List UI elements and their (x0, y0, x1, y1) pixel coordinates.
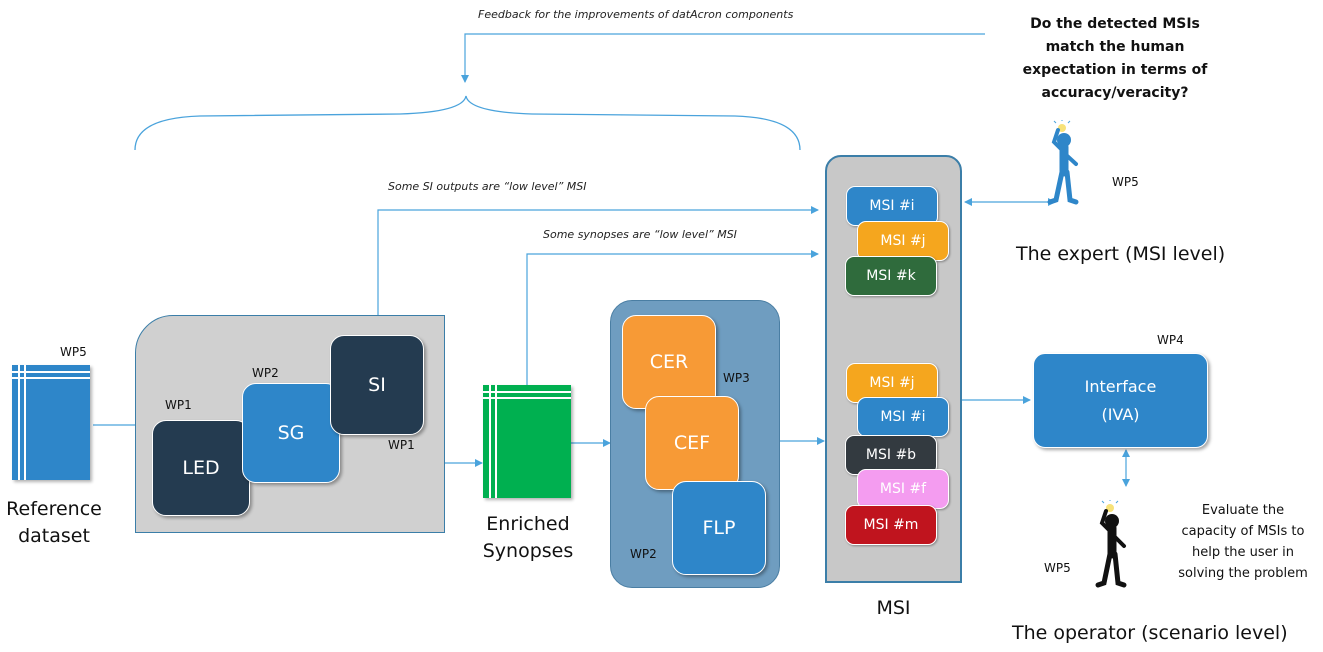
wp3: WP3 (723, 371, 750, 385)
flp-box: FLP (672, 481, 766, 575)
expert-person-icon (1047, 120, 1079, 205)
cer-label: CER (649, 351, 689, 373)
reference-wp: WP5 (60, 345, 87, 359)
operator-wp: WP5 (1044, 561, 1071, 575)
msi-item: MSI #j (857, 221, 949, 261)
msi-item: MSI #k (845, 256, 937, 296)
wp2-stage2: WP2 (630, 547, 657, 561)
cef-label: CEF (673, 432, 711, 454)
curly-brace (134, 95, 801, 151)
interface-box: Interface (IVA) (1033, 353, 1208, 448)
question-line: accuracy/veracity? (1041, 85, 1189, 101)
sg-label: SG (277, 422, 305, 444)
led-box: LED (152, 420, 250, 516)
msi-item: MSI #f (857, 469, 949, 509)
synopses-msi-arrow (526, 250, 819, 385)
si-msi-arrow (377, 206, 819, 335)
operator-label: The operator (scenario level) (1012, 622, 1288, 644)
reference-dataset-icon (12, 365, 90, 480)
expert-label: The expert (MSI level) (1016, 243, 1226, 265)
reference-label: Reference dataset (0, 496, 108, 550)
feedback-line (461, 33, 985, 83)
wp-stage1-out: WP1 (388, 438, 415, 452)
evaluate-line: solving the problem (1178, 566, 1308, 581)
question-line: expectation in terms of (1022, 62, 1208, 78)
operator-person-icon (1095, 500, 1127, 588)
interface-line2: (IVA) (1101, 405, 1140, 424)
msi-item: MSI #m (845, 505, 937, 545)
expert-wp: WP5 (1112, 175, 1139, 189)
si-label: SI (368, 374, 386, 396)
interface-line1: Interface (1084, 377, 1157, 396)
led-label: LED (182, 457, 220, 479)
sg-box: SG (242, 383, 340, 483)
cef-box: CEF (645, 396, 739, 490)
interface-wp: WP4 (1157, 333, 1184, 347)
evaluate-text: Evaluate the capacity of MSIs to help th… (1163, 500, 1323, 584)
msi-item: MSI #j (846, 363, 938, 403)
wp-led: WP1 (165, 398, 192, 412)
wp-sg: WP2 (252, 366, 279, 380)
feedback-note: Feedback for the improvements of datAcro… (478, 8, 794, 21)
evaluate-line: capacity of MSIs to (1181, 524, 1305, 539)
si-outputs-note: Some SI outputs are “low level” MSI (388, 180, 587, 193)
flp-label: FLP (702, 517, 736, 539)
msi-item: MSI #i (846, 186, 938, 226)
enriched-label: Enriched Synopses (470, 511, 586, 565)
question-text: Do the detected MSIs match the human exp… (990, 13, 1240, 105)
enriched-synopses-icon (483, 385, 571, 498)
si-box: SI (330, 335, 424, 435)
enriched-label-line: Synopses (482, 540, 574, 562)
reference-label-line: Reference (6, 498, 102, 520)
question-line: Do the detected MSIs (1030, 16, 1200, 32)
question-line: match the human (1045, 39, 1185, 55)
evaluate-line: Evaluate the (1201, 503, 1285, 518)
evaluate-line: help the user in (1191, 545, 1295, 560)
reference-label-line: dataset (18, 525, 90, 547)
msi-panel-label: MSI (876, 597, 911, 619)
synopses-note: Some synopses are “low level” MSI (543, 228, 737, 241)
cer-box: CER (622, 315, 716, 409)
msi-item: MSI #b (845, 435, 937, 475)
msi-item: MSI #i (857, 397, 949, 437)
enriched-label-line: Enriched (486, 513, 570, 535)
